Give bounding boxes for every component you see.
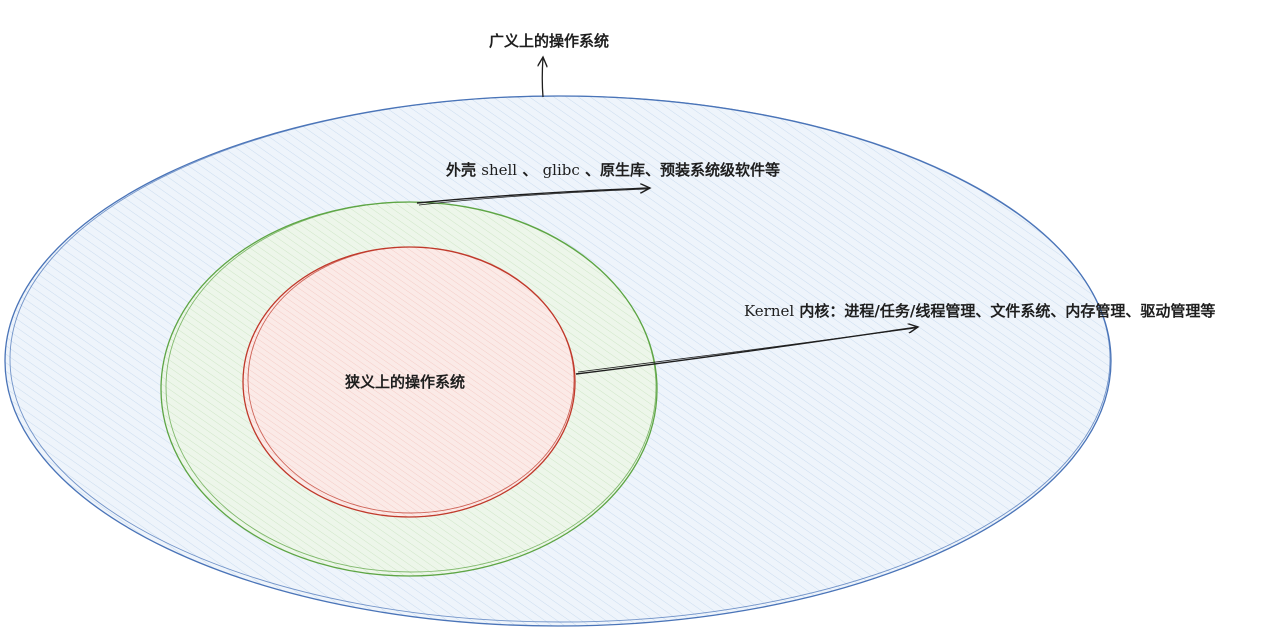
shell-label-part-a: 外壳 (445, 161, 476, 179)
narrow-os-label: 狭义上的操作系统 (344, 373, 465, 391)
kernel-label: Kernel 内核：进程/任务/线程管理、文件系统、内存管理、驱动管理等 (744, 302, 1215, 320)
arrow-to-broad-os-label (542, 57, 543, 98)
arrow-to-shell-label (416, 188, 650, 206)
kernel-label-part-b: 内核：进程/任务/线程管理、文件系统、内存管理、驱动管理等 (799, 302, 1215, 320)
arrow-to-kernel-label (575, 327, 918, 375)
shell-layer-label: 外壳 shell 、 glibc 、原生库、预装系统级软件等 (445, 161, 780, 179)
shell-label-part-c: 、 (522, 161, 537, 179)
shell-label-part-b: shell (481, 161, 517, 179)
shell-label-part-e: 、原生库、预装系统级软件等 (585, 161, 780, 179)
inner-ellipse-narrow-os (242, 246, 576, 518)
kernel-label-part-a: Kernel (744, 302, 794, 320)
shell-label-part-d: glibc (543, 161, 580, 179)
broad-os-label: 广义上的操作系统 (489, 32, 609, 50)
